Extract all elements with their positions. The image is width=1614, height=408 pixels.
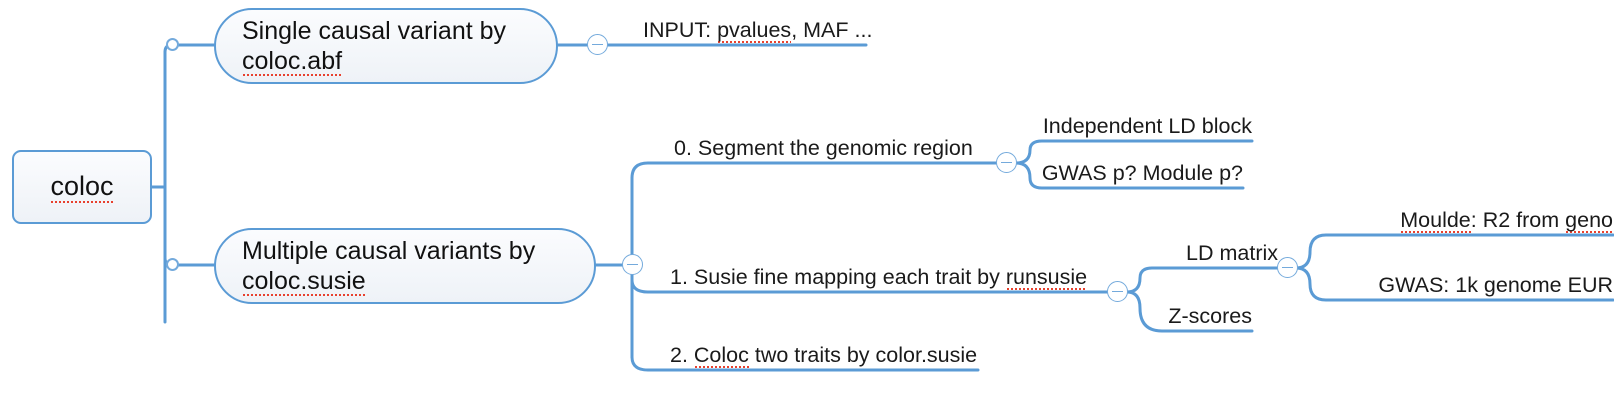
leaf-ld-matrix[interactable]: LD matrix [1186,241,1278,265]
leaf-step-2[interactable]: 2. Coloc two traits by color.susie [670,343,978,369]
leaf-abf-input[interactable]: INPUT: pvalues, MAF ... [643,18,873,44]
collapse-toggle-ld-matrix[interactable] [1277,257,1298,278]
branch-node-coloc-susie-line2: coloc.susie [242,267,366,297]
leaf-step-0[interactable]: 0. Segment the genomic region [674,136,973,160]
leaf-independent-ld-block[interactable]: Independent LD block [1042,114,1252,138]
collapse-toggle-step-1[interactable] [1107,281,1128,302]
branch-node-coloc-abf-line2: coloc.abf [242,47,343,77]
collapse-toggle-coloc-susie[interactable] [622,254,643,275]
branch-node-coloc-abf[interactable]: Single causal variant by coloc.abf [214,8,558,84]
branch-node-coloc-abf-line1: Single causal variant by [242,16,507,45]
leaf-moulde-r2-text: Moulde: R2 from geno [1400,208,1613,234]
leaf-gwas-1k-genome[interactable]: GWAS: 1k genome EUR [1378,273,1613,297]
root-node[interactable]: coloc [12,150,152,224]
collapse-toggle-coloc-abf[interactable] [587,34,608,55]
leaf-step-1-text: 1. Susie fine mapping each trait by runs… [670,265,1088,291]
junction-dot-coloc-abf[interactable] [166,38,179,51]
junction-dot-coloc-susie[interactable] [166,258,179,271]
leaf-step-1[interactable]: 1. Susie fine mapping each trait by runs… [670,265,1088,291]
leaf-gwas-module-p[interactable]: GWAS p? Module p? [1041,161,1243,185]
leaf-abf-input-text: INPUT: pvalues, MAF ... [643,18,873,44]
collapse-toggle-step-0[interactable] [996,152,1017,173]
leaf-moulde-r2[interactable]: Moulde: R2 from geno [1313,208,1613,234]
root-node-label: coloc [50,170,114,204]
leaf-z-scores[interactable]: Z-scores [1168,304,1252,328]
branch-node-coloc-susie-line1: Multiple causal variants by [242,236,536,265]
branch-node-coloc-susie[interactable]: Multiple causal variants by coloc.susie [214,228,596,304]
leaf-step-2-text: 2. Coloc two traits by color.susie [670,343,978,369]
